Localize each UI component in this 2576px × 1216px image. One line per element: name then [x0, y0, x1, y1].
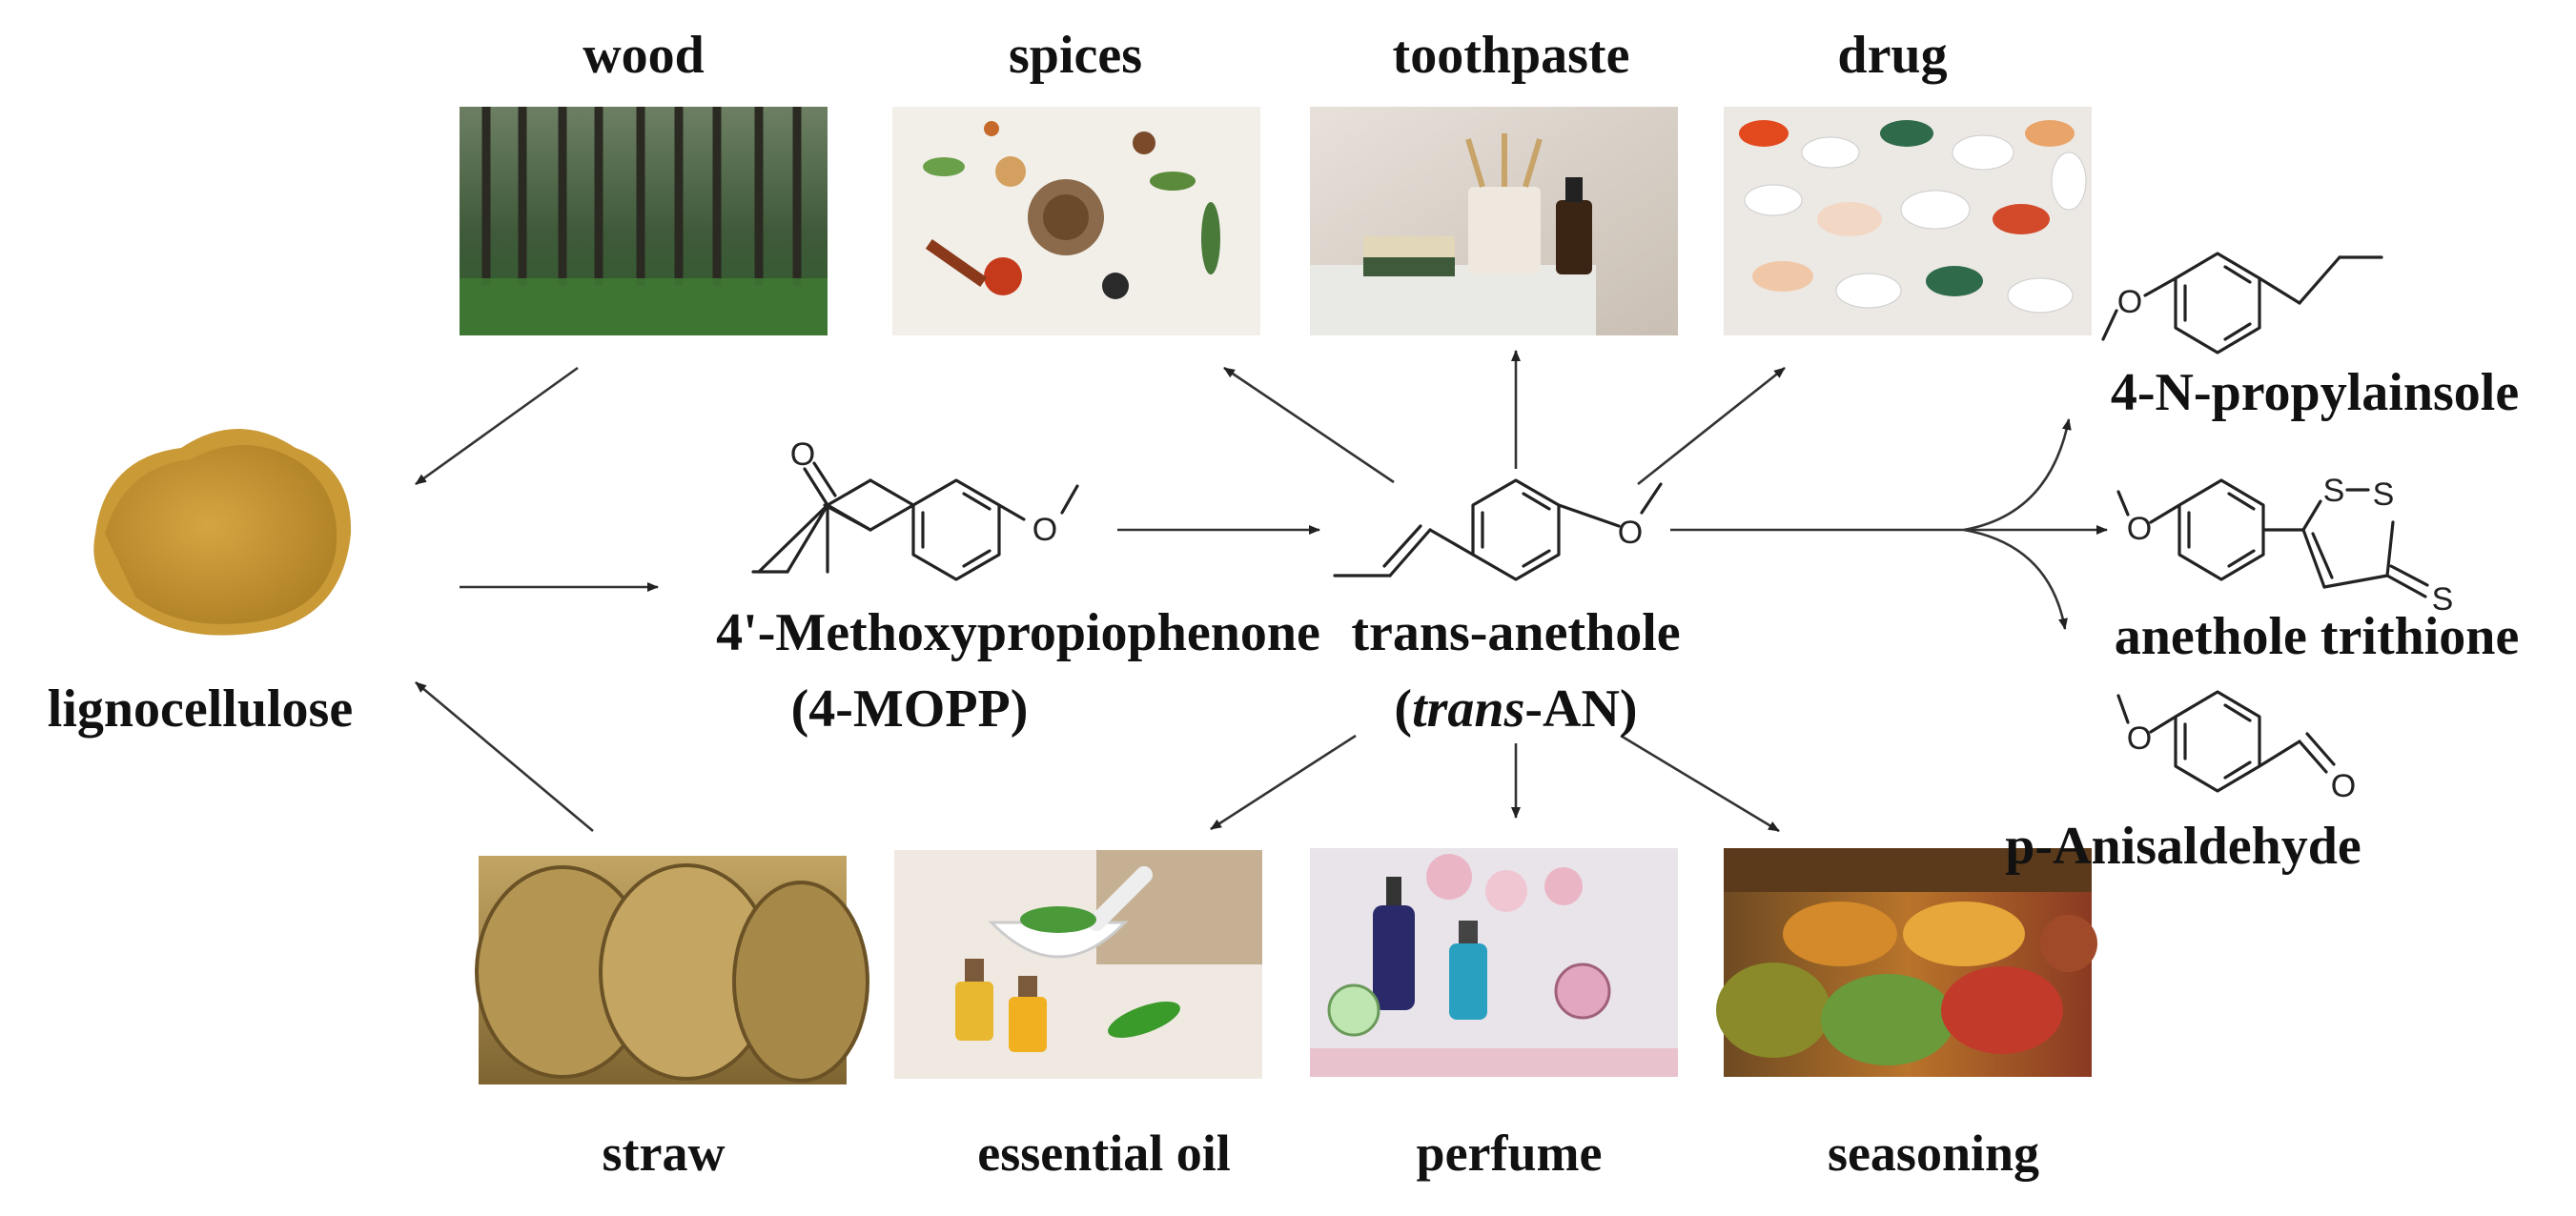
anisaldehyde-oxygen-methoxy: O: [2127, 720, 2152, 757]
perfume-label: perfume: [1417, 1125, 1603, 1182]
trithione-sulfur-2: S: [2373, 476, 2395, 513]
arrow-anethole-to-drug: [1637, 366, 1786, 486]
trithione-sulfur-1: S: [2323, 473, 2345, 509]
spices-image: [892, 107, 1260, 335]
propylanisole-oxygen: O: [2117, 284, 2142, 320]
mopp-methoxy: [997, 484, 1079, 521]
anethole-oxygen: O: [1618, 515, 1643, 551]
trithione-label: anethole trithione: [2115, 607, 2520, 666]
straw-label: straw: [603, 1125, 726, 1182]
wood-image: [460, 107, 828, 335]
drug-image: [1724, 107, 2092, 335]
toothpaste-image: [1310, 107, 1678, 335]
spices-label: spices: [1009, 26, 1142, 85]
anethole-name: trans-anethole: [1351, 603, 1680, 662]
trithione-sulfur-3: S: [2432, 581, 2454, 618]
propylanisole-structure: [2101, 252, 2383, 355]
seasoning-label: seasoning: [1828, 1125, 2039, 1182]
trithione-oxygen: O: [2127, 511, 2152, 547]
arrow-anethole-to-propylanisole: [1963, 418, 2072, 532]
mopp-substituents: [803, 461, 915, 507]
arrow-anethole-to-essential-oil: [1210, 734, 1357, 831]
anisaldehyde-label: p-Anisaldehyde: [2005, 817, 2361, 876]
anethole-structure: [1333, 478, 1663, 581]
arrow-anethole-to-anisaldehyde: [1963, 528, 2068, 630]
arrow-anethole-to-seasoning: [1620, 734, 1780, 833]
lignocellulose-image: [93, 429, 352, 636]
arrow-wood-to-lignocellulose: [415, 366, 579, 486]
mopp-name: 4'-Methoxypropiophenone: [716, 603, 1320, 662]
mopp-oxygen-methoxy: O: [1032, 512, 1057, 548]
wood-label: wood: [583, 26, 705, 85]
anisaldehyde-structure: [2116, 690, 2336, 793]
essential-oil-label: essential oil: [977, 1125, 1231, 1182]
mopp-ethyl: [751, 503, 829, 574]
arrow-anethole-to-spices: [1223, 366, 1395, 484]
toothpaste-label: toothpaste: [1393, 26, 1630, 85]
arrows: [415, 350, 2108, 833]
lignocellulose-label: lignocellulose: [48, 679, 353, 739]
drug-label: drug: [1837, 26, 1947, 85]
anisaldehyde-oxygen-aldehyde: O: [2331, 768, 2356, 804]
arrow-straw-to-lignocellulose: [415, 681, 594, 832]
propylanisole-label: 4-N-propylainsole: [2111, 363, 2519, 422]
mopp-abbr: (4-MOPP): [791, 679, 1029, 739]
anethole-abbr: (trans-AN): [1394, 679, 1637, 739]
trithione-structure: [2116, 478, 2429, 598]
straw-image: [475, 856, 869, 1084]
essential-oil-image: [894, 850, 1262, 1079]
seasoning-image: [1716, 848, 2097, 1077]
mopp-oxygen-ketone: O: [790, 436, 815, 473]
perfume-image: [1310, 848, 1678, 1077]
